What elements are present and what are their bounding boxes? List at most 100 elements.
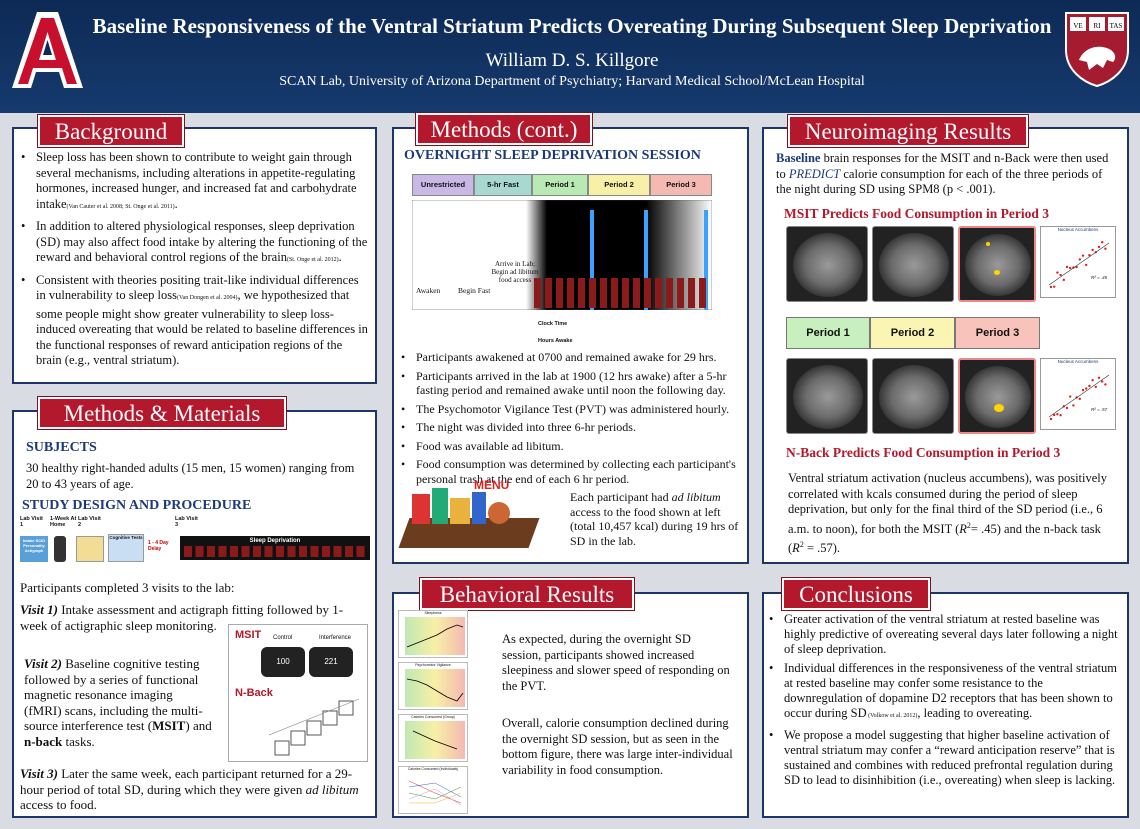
nback-scatter-title: Nucleus Accumbens: [1057, 359, 1099, 364]
calories-group-graph: Calories Consumed (Group): [398, 714, 468, 762]
subjects-text: 30 healthy right-handed adults (15 men, …: [26, 461, 355, 491]
regression-line: [1048, 374, 1110, 418]
lab-hour-block: [578, 278, 585, 308]
awaken-annotation: Awaken: [416, 286, 441, 295]
lab-hour-block: [600, 278, 607, 308]
scatter-point: [1091, 248, 1094, 252]
period-shading: [405, 669, 465, 707]
pvt-graph: Psychomotor Vigilance: [398, 662, 468, 710]
sd-hour-block: [218, 546, 227, 557]
menu-label: MENU: [474, 478, 510, 492]
sd-hour-block: [241, 546, 250, 557]
phase-period-2: Period 2: [588, 174, 650, 196]
scatter-point: [1075, 265, 1078, 269]
period-1-label: Period 1: [786, 317, 870, 349]
scatter-point: [1078, 397, 1081, 401]
msit-scatter-plot: Nucleus Accumbens R² = .45: [1040, 226, 1116, 298]
scatter-point: [1101, 380, 1104, 383]
regression-line: [1048, 242, 1110, 286]
sd-hour-block: [184, 546, 192, 557]
food-item: [432, 488, 448, 524]
lab-hour-block: [633, 278, 640, 308]
sd-hour-block: [230, 546, 238, 557]
scatter-point: [1094, 385, 1097, 389]
interference-label: Interference: [319, 635, 352, 641]
conclusions-bullets: Greater activation of the ventral striat…: [766, 612, 1118, 792]
timeline-lab1-label: Lab Visit 1: [20, 516, 43, 528]
period-2-label: Period 2: [870, 317, 955, 349]
background-bullets: Sleep loss has been shown to contribute …: [18, 150, 370, 373]
nback-scatter-plot: Nucleus Accumbens R² = .57: [1040, 358, 1116, 430]
methods-cont-bullet-6: Food consumption was determined by colle…: [398, 457, 743, 486]
methods-cont-bullet-1: Participants awakened at 0700 and remain…: [398, 350, 743, 365]
visit3-text: Visit 3) Later the same week, each parti…: [20, 766, 359, 812]
methods-cont-heading: Methods (cont.): [416, 113, 592, 145]
nback-scatter-points: [1048, 374, 1110, 421]
subjects-heading: SUBJECTS: [26, 440, 97, 455]
lab-hour-block: [534, 278, 541, 308]
methods-cont-bullet-5: Food was available ad libitum.: [398, 439, 743, 454]
study-timeline: Lab Visit 1 1-Week At Home Lab Visit 2 L…: [20, 516, 370, 568]
visit2-text: Visit 2) Baseline cognitive testing foll…: [24, 656, 212, 749]
university-of-arizona-logo: [12, 12, 83, 88]
shield-text-tas: TAS: [1110, 22, 1123, 30]
food-item: [472, 492, 486, 524]
timeline-intake-box: Intake SCID Personality Actigraph: [20, 536, 48, 562]
neuroimaging-heading: Neuroimaging Results: [788, 115, 1028, 147]
scatter-point: [1072, 404, 1075, 407]
period-3-label: Period 3: [955, 317, 1040, 349]
lab-hour-block: [688, 278, 695, 308]
calories-individual-lines: [408, 780, 462, 806]
food-image: MENU: [398, 478, 554, 560]
interference-stimulus: 221: [309, 647, 353, 677]
sleepiness-line: [406, 624, 464, 648]
phase-unrestricted: Unrestricted: [412, 174, 474, 196]
period-shading: [405, 721, 465, 759]
timeline-delay-label: 1 - 4 Day Delay: [148, 540, 169, 552]
sd-session-blocks: [184, 546, 365, 557]
brain-image-period-1-msit: [786, 226, 868, 302]
scatter-point: [1085, 263, 1088, 267]
sd-hour-block: [207, 546, 215, 557]
food-item: [488, 502, 510, 524]
sd-hour-block: [299, 546, 307, 557]
visits-intro: Participants completed 3 visits to the l…: [20, 580, 235, 595]
shield-text-ve: VE: [1073, 22, 1082, 30]
harvard-shield-logo: VE RI TAS: [1065, 12, 1129, 88]
timeline-week-label: 1-Week At Home: [50, 516, 77, 528]
background-bullet-1: Sleep loss has been shown to contribute …: [18, 150, 370, 215]
overnight-sd-figure: Unrestricted 5-hr Fast Period 1 Period 2…: [398, 170, 743, 346]
conclusion-bullet-3: We propose a model suggesting that highe…: [766, 728, 1118, 788]
scatter-point: [1049, 285, 1053, 289]
scatter-point: [1069, 266, 1072, 270]
food-description: Each participant had ad libitum access t…: [570, 490, 739, 548]
arrive-lab-annotation: Arrive in Lab; Begin ad libitum food acc…: [491, 260, 539, 284]
sd-hour-block: [345, 546, 353, 557]
brain-slice: [793, 365, 863, 429]
scatter-point: [1097, 245, 1101, 249]
sd-hour-block: [264, 546, 273, 557]
actigraph-icon: [54, 536, 66, 562]
scan-bar-2: [644, 210, 648, 310]
timeline-lab2-box: [76, 536, 104, 562]
scatter-point: [1085, 387, 1088, 390]
conclusion-bullet-1: Greater activation of the ventral striat…: [766, 612, 1118, 657]
pvt-graph-title: Psychomotor Vigilance: [415, 663, 451, 667]
brain-image-period-3-msit: [958, 226, 1036, 302]
brain-slice: [879, 365, 949, 429]
lab-hour-block: [666, 278, 673, 308]
phase-fast: 5-hr Fast: [474, 174, 532, 196]
scatter-point: [1065, 265, 1069, 269]
msit-r2-label: R² = .45: [1091, 275, 1108, 280]
lab-hour-block: [567, 278, 574, 308]
lab-hour-block: [699, 278, 706, 308]
sd-hour-block: [310, 546, 319, 557]
nback-r2-label: R² = .57: [1091, 407, 1108, 412]
activation-blob: [994, 270, 1000, 275]
sd-hour-block: [195, 546, 204, 557]
lab-hour-block: [677, 278, 684, 308]
behavioral-graphs: Sleepiness Psychomotor Vigilance Calorie…: [398, 610, 468, 815]
conclusion-bullet-2: Individual differences in the responsive…: [766, 661, 1118, 724]
begin-fast-annotation: Begin Fast: [458, 286, 491, 295]
brain-slice: [965, 366, 1031, 428]
